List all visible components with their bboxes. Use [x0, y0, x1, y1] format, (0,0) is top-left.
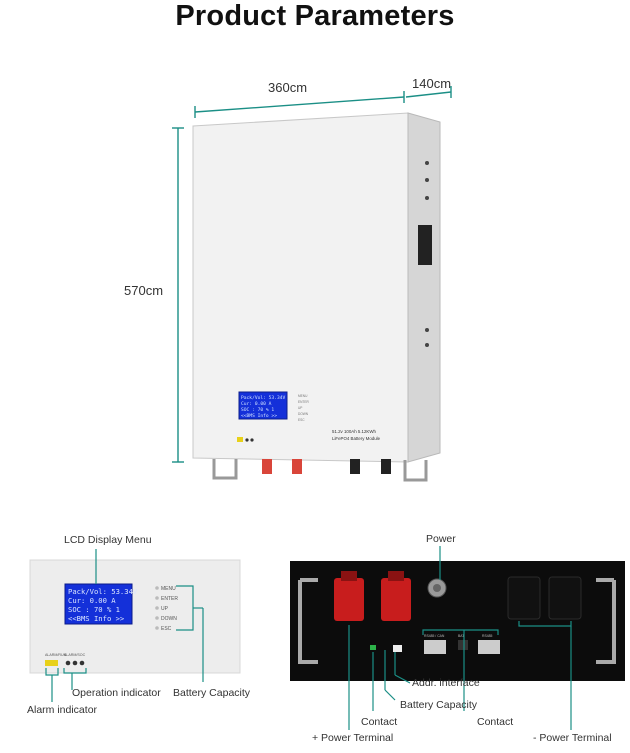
panel-button-up[interactable]: UP — [161, 606, 169, 612]
port-label-2: RS485 — [482, 634, 492, 638]
dimension-lines — [172, 86, 452, 463]
terminal-battery-capacity-label: Battery Capacity — [400, 699, 478, 711]
front-button-esc[interactable]: ESC — [298, 418, 305, 422]
width-dimension: 360cm — [268, 80, 308, 95]
lcd-leader-lines — [45, 549, 204, 702]
front-button-up[interactable]: UP — [298, 406, 302, 410]
addr-interface-label: Addr. interface — [412, 677, 480, 689]
panel-button-enter[interactable]: ENTER — [161, 596, 178, 602]
contact-left-label: Contact — [361, 716, 398, 728]
power-label: Power — [426, 533, 456, 545]
panel-button-esc[interactable]: ESC — [161, 626, 172, 632]
page-title: Product Parameters — [175, 0, 455, 32]
lcd-display-menu-label: LCD Display Menu — [64, 534, 152, 546]
model-label-line-2: LiFePO4 Battery Module — [332, 436, 381, 441]
front-button-enter[interactable]: ENTER — [298, 400, 310, 404]
panel-lcd-line-1: Pack/Vol: 53.34V — [68, 587, 138, 596]
panel-lcd-line-3: SOC : 70 % 1 — [68, 605, 120, 614]
battery-cabinet: Pack/Vol: 53.34V Cur: 0.00 A SOC : 70 % … — [192, 112, 441, 482]
alarm-indicator-led — [45, 660, 58, 666]
model-label-line-1: 51.2v 100Ah 5.12KWh — [332, 429, 376, 434]
alarm-indicator-label: Alarm indicator — [27, 704, 98, 716]
terminal-panel: RS485 / CAN RS485 BAT — [290, 561, 625, 681]
front-button-down[interactable]: DOWN — [298, 412, 309, 416]
port-label-3: BAT — [458, 634, 464, 638]
terminal-leader-lines — [348, 546, 572, 730]
front-button-menu[interactable]: MENU — [298, 394, 308, 398]
front-lcd-line-3: SOC : 70 % 1 — [241, 407, 274, 413]
operation-indicator-label: Operation indicator — [72, 687, 161, 699]
alarm-soc-label: ALARM/SOC — [64, 653, 86, 657]
port-label-1: RS485 / CAN — [424, 634, 445, 638]
alarm-run-label: ALARM/RUN — [45, 653, 67, 657]
minus-power-terminal-label: - Power Terminal — [533, 732, 612, 744]
panel-button-menu[interactable]: MENU — [161, 586, 176, 592]
panel-lcd-line-2: Cur: 0.00 A — [68, 596, 116, 605]
battery-capacity-label: Battery Capacity — [173, 687, 251, 699]
plus-power-terminal-label: + Power Terminal — [312, 732, 394, 744]
panel-button-down[interactable]: DOWN — [161, 616, 177, 622]
front-lcd-line-1: Pack/Vol: 53.34V — [241, 395, 285, 401]
front-lcd-line-2: Cur: 0.00 A — [241, 401, 272, 407]
front-lcd-line-4: <<BMS Info >> — [241, 413, 277, 419]
depth-dimension: 140cm — [412, 76, 452, 91]
contact-right-label: Contact — [477, 716, 514, 728]
panel-lcd-line-4: <<BMS Info >> — [68, 614, 125, 623]
height-dimension: 570cm — [124, 283, 164, 298]
lcd-panel: Pack/Vol: 53.34V Cur: 0.00 A SOC : 70 % … — [29, 559, 241, 674]
